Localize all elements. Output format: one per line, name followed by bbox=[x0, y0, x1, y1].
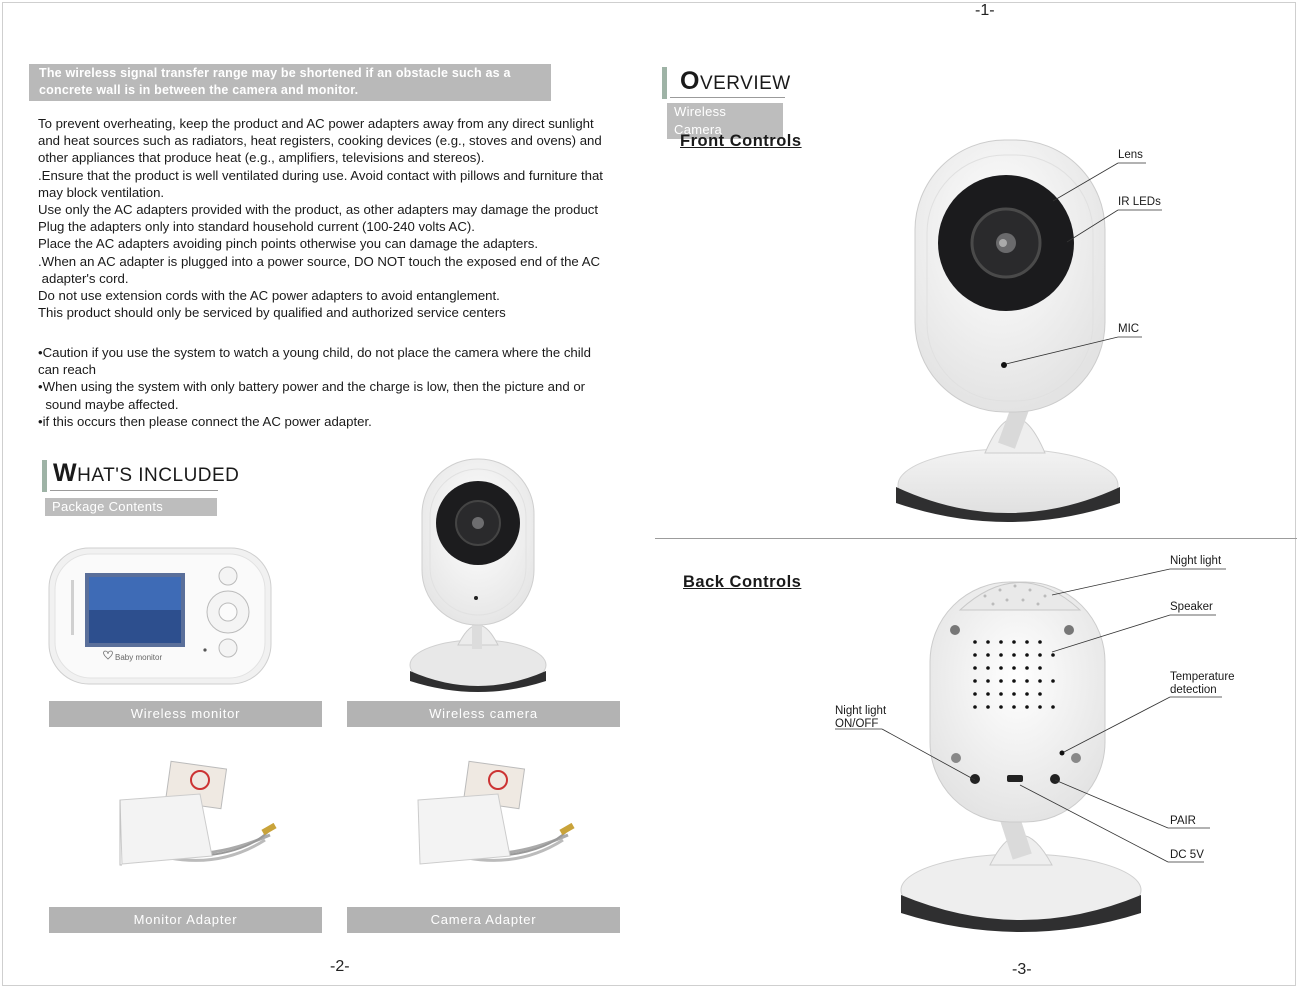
caution-line: sound maybe affected. bbox=[38, 396, 179, 412]
package-contents-chip: Package Contents bbox=[45, 498, 217, 516]
caption-camera-adapter: Camera Adapter bbox=[347, 907, 620, 933]
back-camera-image bbox=[900, 581, 1142, 932]
caption-monitor-adapter: Monitor Adapter bbox=[49, 907, 322, 933]
caution-line: •if this occurs then please connect the … bbox=[38, 413, 372, 429]
caption-wireless-camera: Wireless camera bbox=[347, 701, 620, 727]
callout-pair: PAIR bbox=[1170, 815, 1196, 827]
monitor-logo-text: Baby monitor bbox=[115, 653, 162, 662]
callout-speaker: Speaker bbox=[1170, 601, 1213, 613]
safety-text: To prevent overheating, keep the product… bbox=[38, 115, 648, 321]
safety-line: Do not use extension cords with the AC p… bbox=[38, 288, 500, 304]
section-accent-bar bbox=[662, 67, 667, 99]
safety-line: may block ventilation. bbox=[38, 184, 165, 200]
callout-night-light-onoff: Night light ON/OFF bbox=[835, 705, 887, 730]
warning-banner: The wireless signal transfer range may b… bbox=[29, 64, 551, 101]
safety-line: .Ensure that the product is well ventila… bbox=[38, 167, 603, 183]
callout-ir-leds: IR LEDs bbox=[1118, 196, 1161, 208]
page-number-2: -2- bbox=[330, 958, 350, 975]
callout-dc-5v: DC 5V bbox=[1170, 849, 1204, 861]
front-controls-heading: Front Controls bbox=[680, 132, 802, 150]
monitor-adapter-image bbox=[119, 760, 277, 866]
section-accent-bar bbox=[42, 460, 47, 492]
warning-line-1: The wireless signal transfer range may b… bbox=[39, 66, 511, 80]
safety-line: To prevent overheating, keep the product… bbox=[38, 116, 594, 131]
title-underline bbox=[670, 97, 785, 98]
wireless-camera-image bbox=[409, 458, 547, 692]
callout-night-light: Night light bbox=[1170, 555, 1222, 567]
safety-line: This product should only be serviced by … bbox=[38, 305, 506, 321]
wireless-monitor-image: Baby monitor bbox=[48, 547, 272, 685]
overview-title: OVERVIEW bbox=[680, 67, 791, 95]
safety-line: and heat sources such as radiators, heat… bbox=[38, 133, 602, 149]
caution-line: •When using the system with only battery… bbox=[38, 379, 586, 395]
callout-temperature-detection: Temperature detection bbox=[1170, 671, 1235, 696]
page-number-1: -1- bbox=[975, 2, 995, 19]
safety-line: .When an AC adapter is plugged into a po… bbox=[38, 253, 601, 269]
back-controls-heading: Back Controls bbox=[683, 573, 802, 591]
whats-included-title: WHAT'S INCLUDED bbox=[53, 459, 240, 487]
caution-text: •Caution if you use the system to watch … bbox=[38, 344, 648, 430]
callout-lens: Lens bbox=[1118, 149, 1143, 161]
safety-line: other appliances that produce heat (e.g.… bbox=[38, 150, 485, 166]
safety-line: Place the AC adapters avoiding pinch poi… bbox=[38, 236, 538, 252]
callout-mic: MIC bbox=[1118, 323, 1140, 335]
page-number-3: -3- bbox=[1012, 961, 1032, 978]
caution-line: can reach bbox=[38, 362, 96, 378]
title-underline bbox=[50, 490, 218, 491]
caution-line: •Caution if you use the system to watch … bbox=[38, 345, 591, 360]
section-divider bbox=[655, 538, 1297, 539]
camera-adapter-image bbox=[417, 760, 575, 865]
safety-line: Use only the AC adapters provided with t… bbox=[38, 202, 599, 218]
wireless-camera-chip: Wireless Camera bbox=[667, 103, 783, 139]
warning-line-2: concrete wall is in between the camera a… bbox=[39, 83, 359, 97]
safety-line: adapter's cord. bbox=[38, 270, 129, 286]
safety-line: Plug the adapters only into standard hou… bbox=[38, 219, 475, 235]
caption-wireless-monitor: Wireless monitor bbox=[49, 701, 322, 727]
front-camera-image bbox=[896, 139, 1120, 522]
